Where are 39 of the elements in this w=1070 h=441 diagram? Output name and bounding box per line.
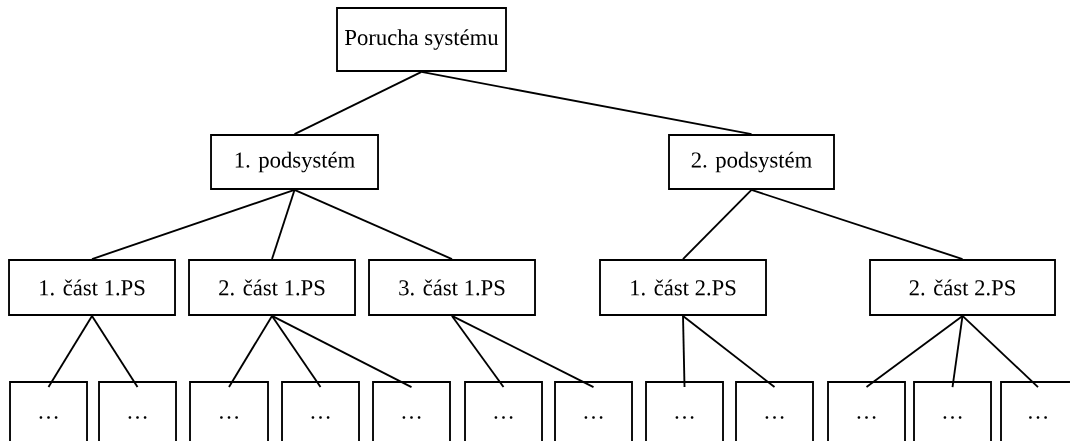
open-box: … (827, 381, 906, 441)
connector-line (750, 189, 964, 260)
connector-line (91, 189, 296, 260)
open-box: … (372, 381, 451, 441)
connector-line (682, 189, 753, 260)
open-box: … (735, 381, 814, 441)
connector-line (271, 189, 296, 260)
connector-line (682, 315, 776, 388)
connector-line (865, 315, 964, 388)
open-box: … (1000, 381, 1070, 441)
text-box: 3. část 1.PS (368, 259, 536, 316)
connector-line (228, 315, 273, 388)
open-box: … (9, 381, 88, 441)
connector-line (451, 315, 505, 388)
open-box: … (281, 381, 360, 441)
connector-line (91, 315, 139, 388)
text-box: 1. část 1.PS (8, 259, 176, 316)
open-box: … (913, 381, 992, 441)
open-box: … (554, 381, 633, 441)
connector-line (293, 189, 453, 260)
open-box: … (464, 381, 543, 441)
connector-line (420, 71, 753, 135)
open-box: … (98, 381, 177, 441)
open-box: … (189, 381, 269, 441)
connector-line (961, 315, 1039, 388)
connector-line (951, 315, 964, 388)
text-box: 1. část 2.PS (599, 259, 767, 316)
connector-line (293, 71, 423, 135)
connector-line (271, 315, 322, 388)
connector-line (271, 315, 413, 388)
text-box: 2. podsystém (668, 134, 835, 190)
text-box: 2. část 2.PS (869, 259, 1056, 316)
text-box: Porucha systému (336, 7, 507, 72)
text-box: 1. podsystém (210, 134, 379, 190)
text-box: 2. část 1.PS (188, 259, 356, 316)
connector-line (682, 315, 686, 388)
open-box: … (645, 381, 724, 441)
connector-line (47, 315, 93, 388)
connector-line (451, 315, 595, 388)
